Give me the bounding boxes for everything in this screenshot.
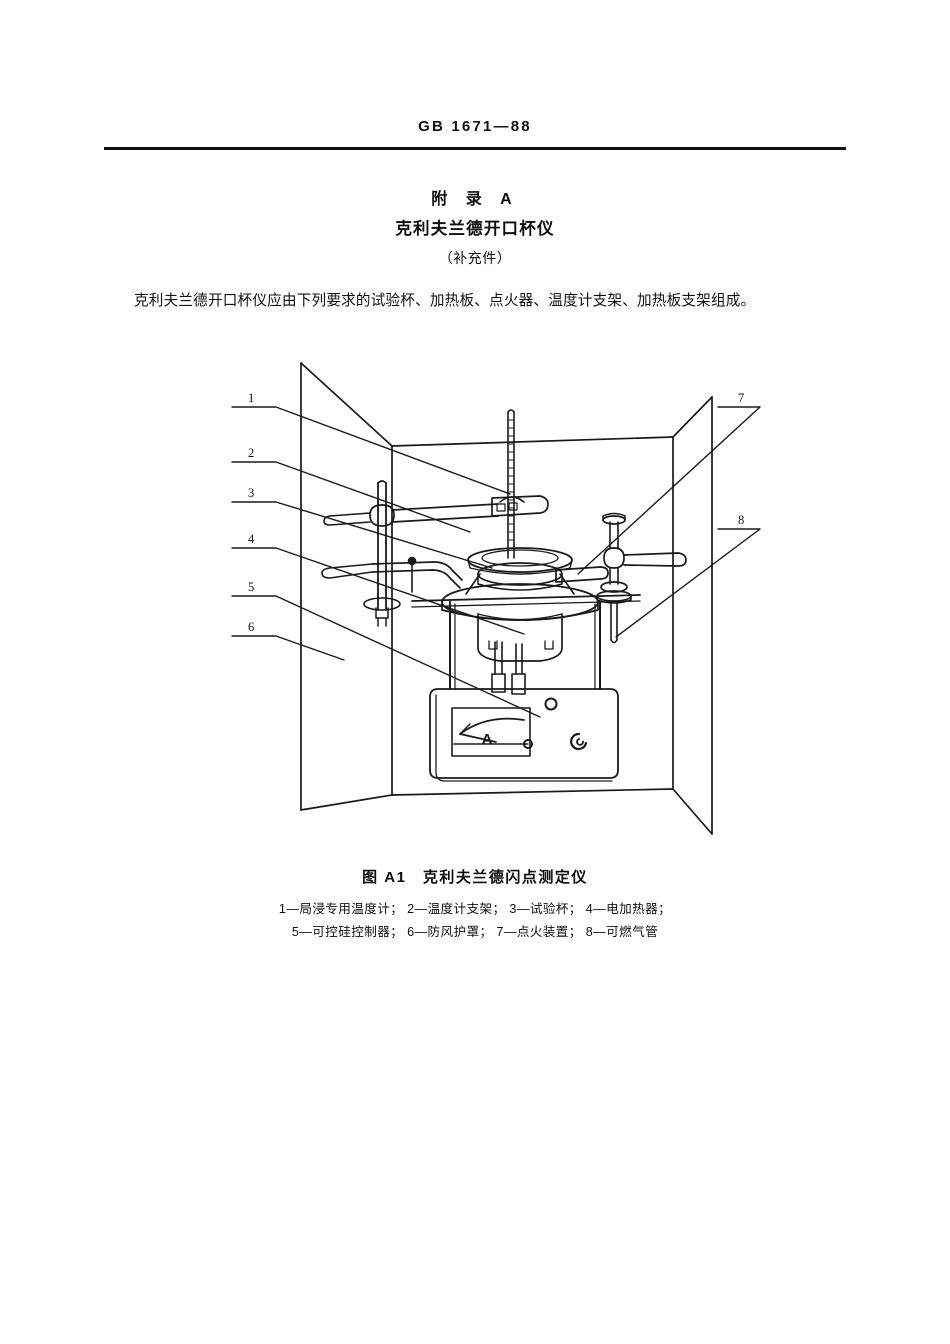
callout-number-3: 3 xyxy=(248,486,254,500)
figure-legend-line-2: 5—可控硅控制器； 6—防风护罩； 7—点火装置； 8—可燃气管 xyxy=(291,925,659,939)
callout-leader-lines xyxy=(231,406,761,718)
figure-a1-illustration: A xyxy=(0,352,950,852)
heater-and-cup xyxy=(441,547,599,662)
figure-caption: 图 A1 克利夫兰德闪点测定仪 xyxy=(362,869,588,886)
callout-number-5: 5 xyxy=(248,580,254,594)
callout-numbers: 1 2 3 4 5 6 7 8 xyxy=(248,391,744,634)
callout-number-4: 4 xyxy=(248,532,255,546)
controller-box xyxy=(429,688,619,782)
support-frame xyxy=(411,594,641,695)
appendix-title: 克利夫兰德开口杯仪 xyxy=(395,220,555,238)
callout-number-6: 6 xyxy=(248,620,254,634)
callout-number-7: 7 xyxy=(738,391,744,405)
igniter-assembly xyxy=(555,512,687,644)
thermometer-stand xyxy=(321,480,549,627)
appendix-label: 附 录 A xyxy=(431,191,519,208)
header-rule xyxy=(104,147,846,150)
meter-symbol-label: A xyxy=(482,731,493,748)
apparatus-drawing: A xyxy=(231,362,761,835)
intro-paragraph: 克利夫兰德开口杯仪应由下列要求的试验杯、加热板、点火器、温度计支架、加热板支架组… xyxy=(134,293,756,309)
appendix-subtitle: （补充件） xyxy=(438,250,512,266)
callout-number-2: 2 xyxy=(248,446,254,460)
figure-legend-line-1: 1—局浸专用温度计； 2—温度计支架； 3—试验杯； 4—电加热器； xyxy=(278,902,672,916)
callout-number-1: 1 xyxy=(248,391,254,405)
callout-number-8: 8 xyxy=(738,513,744,527)
standard-number-header: GB 1671—88 xyxy=(418,118,532,135)
thermometer xyxy=(507,409,515,559)
